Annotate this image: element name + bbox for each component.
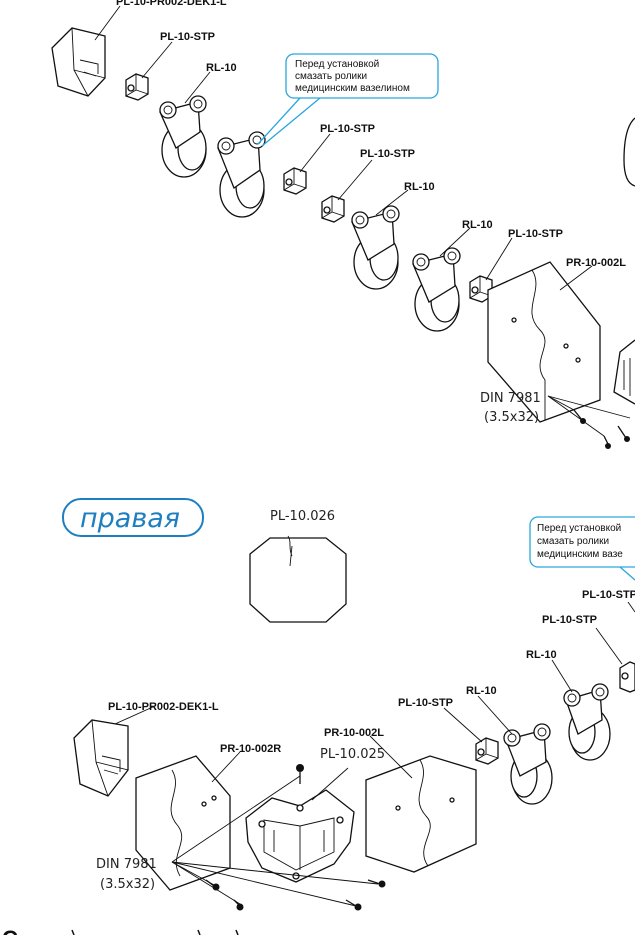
stop-block-1 — [125, 73, 149, 101]
bottom-cut-text: С — [2, 926, 18, 935]
stop-block-7-label: PL-10-STP — [398, 697, 453, 709]
panel-right-label: PR-10-002L — [324, 727, 384, 739]
stop-block-6 — [619, 661, 635, 693]
roller-3 — [351, 205, 400, 290]
end-cap-top-label: PL-10-PR002-DEK1-L — [116, 0, 227, 8]
end-cap-bottom-label: PL-10-PR002-DEK1-L — [108, 701, 219, 713]
screws-bottom — [171, 775, 386, 911]
corner-bracket — [245, 789, 355, 883]
stop-block-5-label: PL-10-STP — [582, 589, 635, 601]
panel-right — [365, 755, 477, 873]
stop-block-2-label: PL-10-STP — [320, 123, 375, 135]
roller-1-label: RL-10 — [206, 62, 237, 74]
note-right-line-2: смазать ролики — [537, 536, 609, 547]
end-cap-bottom — [73, 719, 129, 797]
stop-block-1-label: PL-10-STP — [160, 31, 215, 43]
end-cap-top — [51, 27, 106, 97]
lubricate-note-top: Перед установкой смазать ролики медицинс… — [257, 53, 439, 147]
din-bottom-size: (3.5x32) — [100, 877, 155, 892]
panel-top — [487, 261, 601, 423]
stop-block-4-label: PL-10-STP — [508, 228, 563, 240]
roller-4 — [412, 247, 461, 332]
panel-left — [135, 755, 231, 891]
note-right-line-3: медицинским вазе — [537, 549, 623, 560]
roller-4-label: RL-10 — [462, 219, 493, 231]
note-top-line-2: смазать ролики — [295, 71, 367, 82]
hex-plate — [249, 535, 347, 623]
corner-bracket-label: PL-10.025 — [320, 747, 385, 762]
din-bottom-label: DIN 7981 — [96, 857, 157, 872]
lubricate-note-right: Перед установкой смазать ролики медицинс… — [529, 516, 635, 581]
note-top-line-1: Перед установкой — [295, 59, 379, 70]
side-badge-text: правая — [80, 503, 180, 534]
screws-top — [547, 395, 631, 449]
hex-plate-label: PL-10.026 — [270, 509, 335, 524]
screw-upright — [296, 764, 304, 784]
stop-block-6-label: PL-10-STP — [542, 614, 597, 626]
note-top-line-3: медицинским вазелином — [295, 83, 410, 94]
roller-6-label: RL-10 — [466, 685, 497, 697]
panel-left-label: PR-10-002R — [220, 743, 281, 755]
roller-5-label: RL-10 — [526, 649, 557, 661]
stop-block-3 — [321, 195, 345, 223]
note-right-line-1: Перед установкой — [537, 523, 621, 534]
roller-5 — [563, 683, 611, 761]
stop-block-3-label: PL-10-STP — [360, 148, 415, 160]
roller-1 — [159, 95, 207, 178]
din-top-label: DIN 7981 — [480, 391, 541, 406]
stop-block-7 — [475, 737, 499, 765]
corner-bracket-top — [613, 117, 635, 405]
roller-2 — [217, 131, 266, 218]
roller-6 — [503, 723, 553, 805]
roller-3-label: RL-10 — [404, 181, 435, 193]
side-badge: правая — [62, 498, 204, 537]
panel-top-label: PR-10-002L — [566, 257, 626, 269]
din-top-size: (3.5x32) — [484, 410, 539, 425]
stop-block-2 — [283, 167, 307, 195]
